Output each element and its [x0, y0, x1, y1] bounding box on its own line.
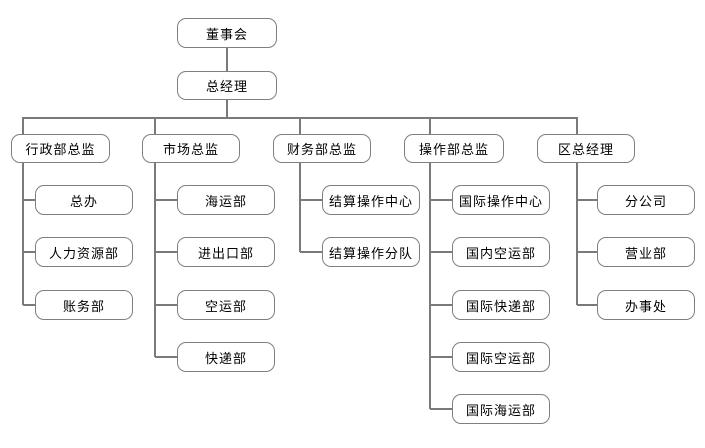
node-office: 办事处	[597, 290, 695, 320]
node-settlement-team: 结算操作分队	[322, 237, 420, 267]
connector-line	[429, 163, 452, 410]
node-domestic-air-dept: 国内空运部	[452, 237, 550, 267]
node-intl-express-dept: 国际快递部	[452, 290, 550, 320]
node-region-gm: 区总经理	[537, 134, 635, 163]
connector-line	[22, 163, 35, 306]
node-import-export-dept: 进出口部	[177, 237, 275, 267]
node-branch-company: 分公司	[597, 185, 695, 215]
node-intl-air-dept: 国际空运部	[452, 342, 550, 372]
node-express-dept: 快递部	[177, 342, 275, 372]
node-accounting-dept: 账务部	[35, 290, 133, 320]
node-hr-dept: 人力资源部	[35, 237, 133, 267]
node-finance-director: 财务部总监	[273, 134, 371, 163]
node-intl-operations-center: 国际操作中心	[452, 185, 550, 215]
node-intl-sea-dept: 国际海运部	[452, 394, 550, 424]
connector-line	[576, 163, 597, 306]
top-connectors	[22, 48, 578, 134]
node-air-freight-dept: 空运部	[177, 290, 275, 320]
connector-line	[299, 163, 322, 253]
connector-line	[154, 163, 177, 358]
node-sea-freight-dept: 海运部	[177, 185, 275, 215]
node-admin-director: 行政部总监	[11, 134, 110, 163]
node-general-manager: 总经理	[177, 71, 277, 100]
node-operations-director: 操作部总监	[404, 134, 504, 163]
node-market-director: 市场总监	[142, 134, 240, 163]
node-sales-dept: 营业部	[597, 237, 695, 267]
node-general-office: 总办	[35, 185, 133, 215]
node-settlement-center: 结算操作中心	[322, 185, 420, 215]
node-board: 董事会	[177, 18, 277, 48]
branch-connectors	[22, 163, 597, 410]
